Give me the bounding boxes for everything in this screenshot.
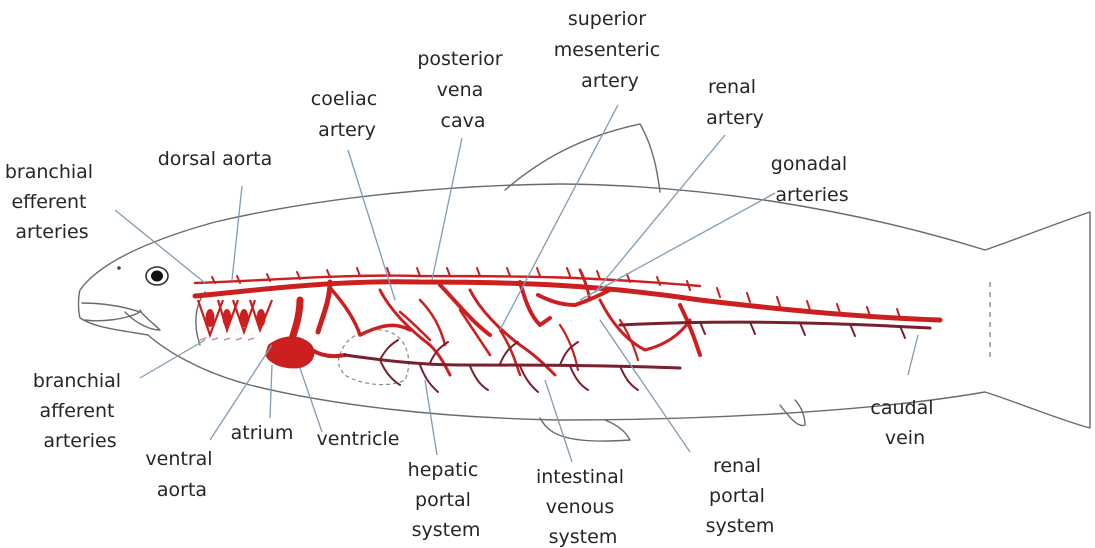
leader-intestinal-venous bbox=[545, 380, 572, 462]
anal-fin-outline bbox=[540, 418, 630, 441]
jaw-outline bbox=[125, 310, 160, 330]
label-renal-portal-system: renal portal system bbox=[706, 455, 775, 537]
heart-shape bbox=[265, 336, 314, 368]
leader-renal-artery bbox=[595, 135, 725, 292]
leader-renal-portal bbox=[600, 320, 690, 452]
liver-outline bbox=[338, 330, 408, 385]
fish-body-outline bbox=[79, 184, 1091, 428]
label-branchial-afferent-arteries: branchial afferent arteries bbox=[33, 370, 127, 452]
label-dorsal-aorta: dorsal aorta bbox=[158, 148, 273, 170]
gill-arches bbox=[198, 300, 272, 340]
dorsal-fin-outline bbox=[505, 124, 660, 192]
label-intestinal-venous-system: intestinal venous system bbox=[536, 466, 630, 548]
leader-hepatic-portal bbox=[425, 380, 437, 455]
arterial-system bbox=[195, 268, 940, 375]
label-superior-mesenteric-artery: superior mesenteric artery bbox=[554, 8, 667, 92]
leader-posterior-vena-cava bbox=[432, 138, 462, 280]
nostril bbox=[117, 266, 121, 270]
leader-caudal-vein bbox=[908, 335, 918, 375]
label-hepatic-portal-system: hepatic portal system bbox=[408, 459, 485, 541]
leader-coeliac bbox=[348, 150, 395, 300]
labels: superior mesenteric artery posterior ven… bbox=[5, 8, 940, 548]
label-caudal-vein: caudal vein bbox=[870, 397, 939, 449]
label-ventral-aorta: ventral aorta bbox=[145, 448, 218, 501]
label-branchial-efferent-arteries: branchial efferent arteries bbox=[5, 161, 99, 243]
label-renal-artery: renal artery bbox=[706, 76, 764, 129]
leader-atrium bbox=[270, 365, 272, 418]
label-posterior-vena-cava: posterior vena cava bbox=[417, 48, 508, 132]
label-atrium: atrium bbox=[231, 422, 294, 444]
leader-ventricle bbox=[300, 368, 322, 432]
label-gonadal-arteries: gonadal arteries bbox=[771, 153, 853, 206]
label-ventricle: ventricle bbox=[317, 428, 400, 450]
eye-pupil bbox=[151, 271, 163, 282]
leader-branchial-afferent bbox=[140, 340, 205, 378]
label-coeliac-artery: coeliac artery bbox=[311, 88, 383, 141]
leader-dorsal-aorta bbox=[232, 186, 242, 280]
